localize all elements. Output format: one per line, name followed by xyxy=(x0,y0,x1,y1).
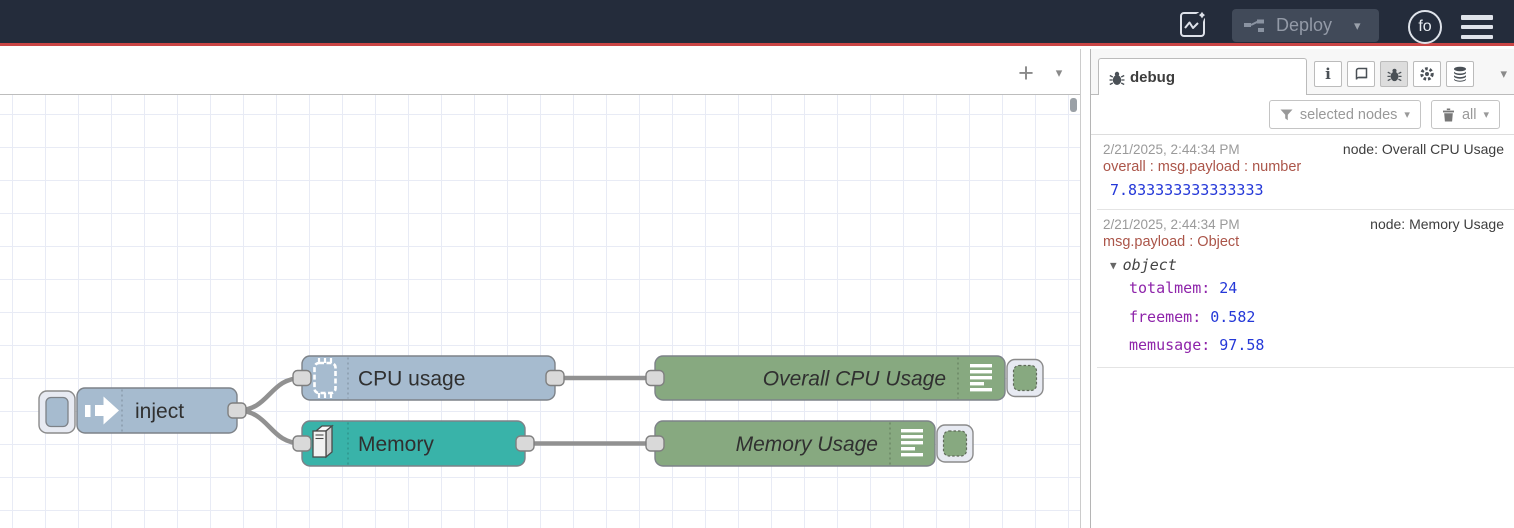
trash-icon xyxy=(1442,108,1454,121)
database-icon xyxy=(1454,66,1466,82)
debug-filter-button[interactable]: selected nodes ▾ xyxy=(1268,100,1421,129)
workspace-tab-bar xyxy=(0,49,1080,95)
deploy-icon xyxy=(1244,19,1264,32)
debug-message[interactable]: 2/21/2025, 2:44:34 PM node: Memory Usage… xyxy=(1097,210,1514,368)
cpu-usage-node-label: CPU usage xyxy=(358,368,465,391)
canvas-scrollbar-thumb[interactable] xyxy=(1070,98,1077,112)
main-menu-button[interactable] xyxy=(1461,15,1493,39)
book-icon xyxy=(1355,67,1368,80)
inject-node-label: inject xyxy=(135,400,184,423)
flow-canvas[interactable]: inject CPU usage xyxy=(0,95,1080,528)
header-bar: Deploy ▾ fo xyxy=(0,0,1514,46)
debug-sidebar: debug i xyxy=(1090,49,1514,528)
tab-debug[interactable]: debug xyxy=(1098,58,1307,96)
info-icon: i xyxy=(1325,65,1331,83)
message-meta: overall : msg.payload : number xyxy=(1103,159,1302,175)
node-cpu-usage[interactable]: CPU usage xyxy=(301,355,556,401)
port-inject-out[interactable] xyxy=(227,402,247,419)
sidebar-options-caret[interactable]: ▾ xyxy=(1500,66,1507,81)
object-property: totalmem: 24 xyxy=(1103,274,1504,303)
node-inject[interactable]: inject xyxy=(38,387,238,434)
debug-lines-icon xyxy=(901,429,923,457)
context-data-sidebar-button[interactable] xyxy=(1446,61,1474,87)
debug-tab-label: debug xyxy=(1130,69,1175,86)
flow-assistant-button[interactable] xyxy=(1177,7,1211,41)
user-avatar[interactable]: fo xyxy=(1408,10,1442,44)
message-value: 7.833333333333333 xyxy=(1110,181,1264,199)
clear-label: all xyxy=(1461,106,1477,123)
message-meta: msg.payload : Object xyxy=(1103,234,1240,250)
property-key: memusage: xyxy=(1129,336,1211,354)
message-timestamp: 2/21/2025, 2:44:34 PM xyxy=(1103,142,1240,157)
memory-node-label: Memory xyxy=(358,433,434,456)
property-value: 97.58 xyxy=(1219,336,1265,354)
object-property: memusage: 97.58 xyxy=(1103,331,1504,360)
flow-sparkle-icon xyxy=(1180,8,1211,37)
bug-icon xyxy=(1109,71,1125,85)
port-cpu-out[interactable] xyxy=(545,369,565,387)
bug-icon xyxy=(1386,68,1402,81)
filter-label: selected nodes xyxy=(1299,106,1398,123)
object-type-label: object xyxy=(1122,256,1177,274)
deploy-button[interactable]: Deploy ▾ xyxy=(1232,9,1379,42)
chevron-down-icon: ▾ xyxy=(1483,109,1489,121)
property-key: totalmem: xyxy=(1129,279,1211,297)
property-value: 0.582 xyxy=(1210,307,1256,326)
port-cpu-in[interactable] xyxy=(292,369,312,387)
message-source-node: node: Memory Usage xyxy=(1370,216,1504,232)
overall-cpu-usage-node-label: Overall CPU Usage xyxy=(763,368,946,391)
info-sidebar-button[interactable]: i xyxy=(1314,61,1342,87)
message-source-node: node: Overall CPU Usage xyxy=(1342,141,1504,157)
deploy-options-caret[interactable]: ▾ xyxy=(1354,17,1361,33)
object-expander[interactable]: ▼ object xyxy=(1103,250,1504,274)
port-memusage-in[interactable] xyxy=(645,435,665,452)
property-value: 24 xyxy=(1219,279,1238,297)
sidebar-tab-bar: debug i xyxy=(1091,49,1514,96)
message-timestamp: 2/21/2025, 2:44:34 PM xyxy=(1103,217,1240,232)
port-overall-in[interactable] xyxy=(645,369,665,387)
avatar-initials: fo xyxy=(1418,18,1432,35)
debug-lines-icon xyxy=(970,364,992,392)
memory-usage-node-label: Memory Usage xyxy=(736,433,878,456)
port-memory-out[interactable] xyxy=(515,435,535,452)
node-memory-usage[interactable]: Memory Usage xyxy=(654,420,974,467)
add-flow-button[interactable]: + xyxy=(1018,57,1034,88)
wire-inject-to-cpu[interactable] xyxy=(236,375,303,413)
inject-arrow-icon xyxy=(85,396,119,425)
debug-message[interactable]: 2/21/2025, 2:44:34 PM node: Overall CPU … xyxy=(1097,135,1514,210)
sidebar-resize-gutter[interactable] xyxy=(1080,49,1090,528)
deploy-label: Deploy xyxy=(1276,15,1333,35)
debug-clear-button[interactable]: all ▾ xyxy=(1430,100,1500,129)
node-memory[interactable]: Memory xyxy=(301,420,526,467)
debug-toolbar: selected nodes ▾ all ▾ xyxy=(1091,95,1514,135)
cpu-chip-icon xyxy=(313,358,337,398)
debug-toggle-button-memory[interactable] xyxy=(936,424,974,463)
port-memory-in[interactable] xyxy=(292,435,312,452)
property-key: freemem: xyxy=(1129,307,1202,326)
object-property: freemem: 0.582 xyxy=(1103,303,1504,332)
filter-funnel-icon xyxy=(1280,109,1293,120)
chevron-down-icon: ▼ xyxy=(1110,258,1117,272)
config-nodes-sidebar-button[interactable] xyxy=(1413,61,1441,87)
debug-message-list[interactable]: 2/21/2025, 2:44:34 PM node: Overall CPU … xyxy=(1091,135,1514,528)
server-tower-icon xyxy=(312,424,334,459)
hamburger-icon xyxy=(1461,15,1493,20)
chevron-down-icon: ▾ xyxy=(1404,109,1410,121)
node-overall-cpu-usage[interactable]: Overall CPU Usage xyxy=(654,355,1044,401)
gear-icon xyxy=(1420,67,1434,81)
help-sidebar-button[interactable] xyxy=(1347,61,1375,87)
ports xyxy=(227,369,665,452)
debug-sidebar-button[interactable] xyxy=(1380,61,1408,87)
wire-inject-to-memory[interactable] xyxy=(236,408,303,446)
flow-list-caret-button[interactable]: ▾ xyxy=(1055,65,1063,80)
debug-toggle-button-overall[interactable] xyxy=(1006,358,1044,398)
